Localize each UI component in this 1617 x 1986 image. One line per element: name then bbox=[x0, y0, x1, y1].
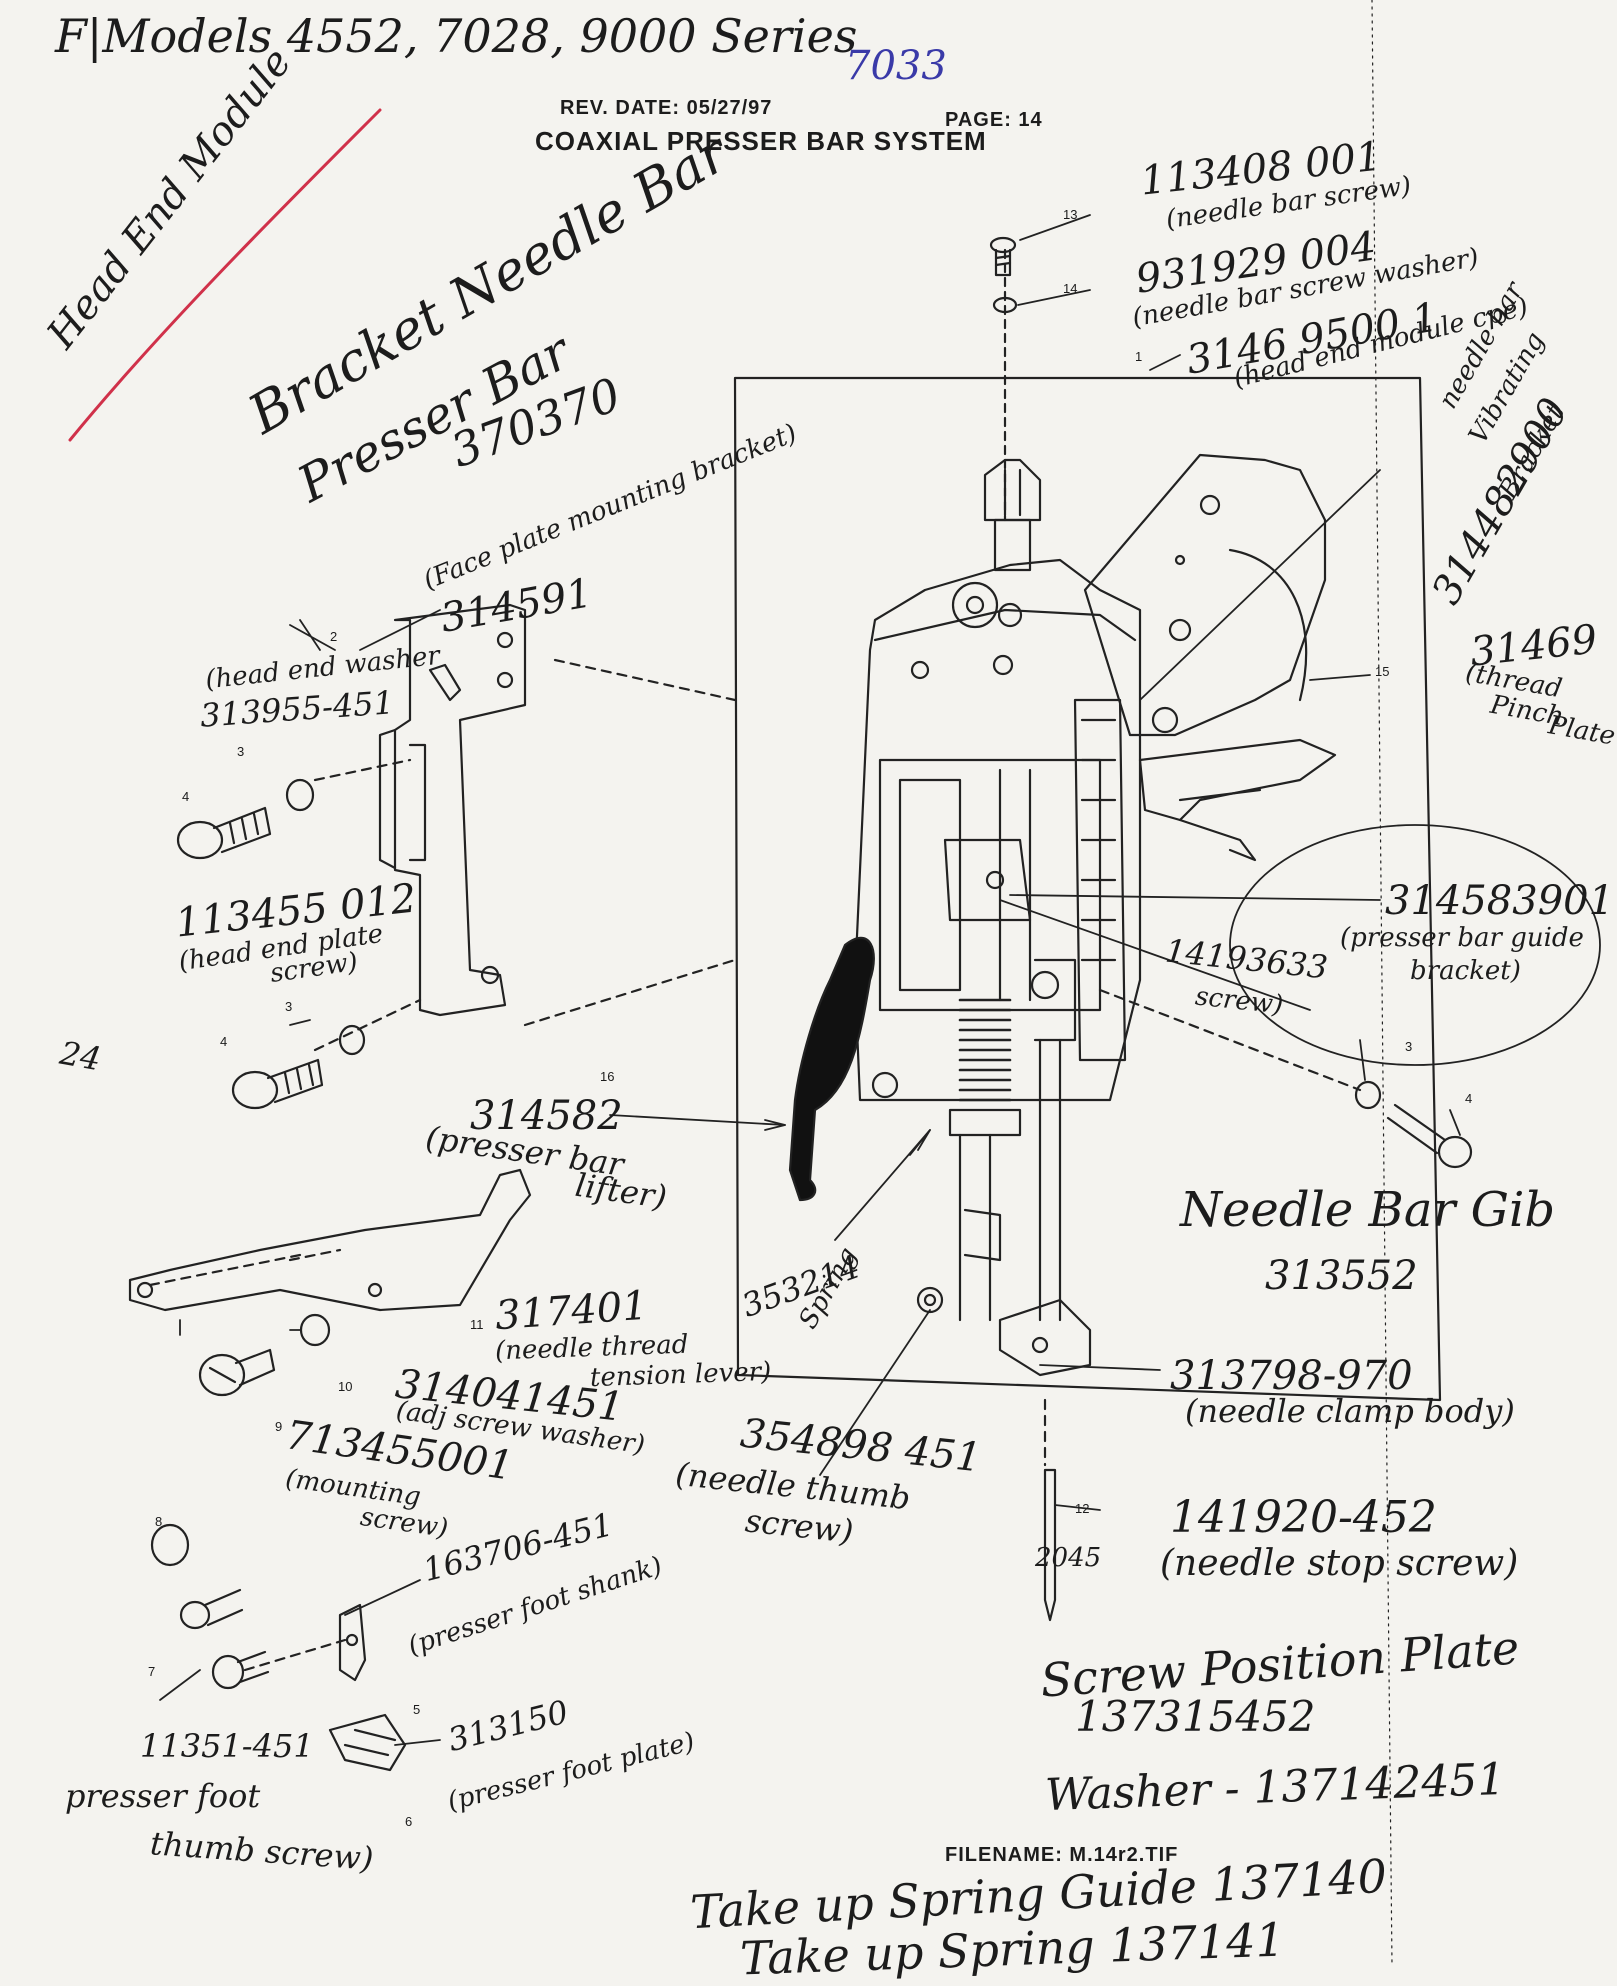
head-end-plate-screw-lower bbox=[231, 1058, 324, 1110]
callout-8: 8 bbox=[155, 1514, 163, 1529]
needle-part bbox=[1043, 1468, 1057, 1622]
needle-bar-washer-part bbox=[992, 296, 1018, 314]
system-title: COAXIAL PRESSER BAR SYSTEM bbox=[535, 126, 987, 156]
exploded-view-drawing bbox=[68, 0, 1601, 1966]
callout-7: 7 bbox=[148, 1664, 156, 1679]
callout-14: 14 bbox=[1063, 281, 1078, 296]
callout-12: 12 bbox=[1075, 1501, 1090, 1516]
guide-bracket-name1: (presser bar guide bbox=[1340, 923, 1584, 953]
foot-thumb-number: 11351-451 bbox=[140, 1727, 314, 1765]
models-title: F|Models 4552, 7028, 9000 Series bbox=[55, 9, 858, 63]
presser-foot-plate-part bbox=[328, 1713, 407, 1772]
red-underline bbox=[68, 108, 382, 442]
thread-pinch-plate-part bbox=[1138, 738, 1337, 862]
small-screw-part bbox=[179, 1588, 244, 1630]
callout-4c: 4 bbox=[1465, 1091, 1473, 1106]
callout-15: 15 bbox=[1375, 664, 1390, 679]
position-plate-number: 137315452 bbox=[1075, 1692, 1316, 1741]
page-fold-line bbox=[1371, 0, 1393, 1966]
needle-bar-vibrating-bracket-part bbox=[1083, 453, 1327, 737]
presser-bar-part bbox=[958, 1038, 1062, 1322]
callout-11: 11 bbox=[470, 1317, 484, 1332]
head-end-washer-part bbox=[428, 663, 462, 702]
head-end-module-body bbox=[853, 458, 1142, 1137]
foot-thumb-name1: presser foot bbox=[65, 1777, 261, 1815]
clamp-body-name: (needle clamp body) bbox=[1185, 1392, 1515, 1430]
callout-1: 1 bbox=[1135, 349, 1143, 364]
adj-screw-washer-part bbox=[299, 1313, 331, 1347]
callout-3a: 3 bbox=[237, 744, 245, 759]
small-washer-part bbox=[150, 1523, 190, 1567]
page-number: PAGE: 14 bbox=[945, 109, 1043, 131]
needle-number: 2045 bbox=[1035, 1543, 1102, 1573]
callout-9: 9 bbox=[275, 1419, 283, 1434]
callout-13: 13 bbox=[1063, 207, 1078, 222]
callout-4b: 4 bbox=[220, 1034, 228, 1049]
callout-3c: 3 bbox=[1405, 1039, 1413, 1054]
gib-number: 313552 bbox=[1265, 1253, 1418, 1299]
parts-diagram-page: F|Models 4552, 7028, 9000 Series 7033 RE… bbox=[38, 0, 1617, 1985]
callout-16: 16 bbox=[600, 1069, 615, 1084]
guide-bracket-number: 314583901 bbox=[1385, 878, 1615, 924]
needle-stop-name: (needle stop screw) bbox=[1160, 1543, 1519, 1584]
screw-right bbox=[1386, 1103, 1473, 1169]
clamp-body-number: 313798-970 bbox=[1170, 1353, 1413, 1399]
needle-stop-number: 141920-452 bbox=[1170, 1492, 1437, 1543]
filename: FILENAME: M.14r2.TIF bbox=[945, 1844, 1179, 1866]
needle-bar-screw-part bbox=[989, 236, 1017, 277]
revision-date: REV. DATE: 05/27/97 bbox=[560, 97, 773, 119]
face-plate-mounting-bracket-part bbox=[378, 603, 527, 1017]
presser-foot-shank-part bbox=[338, 1603, 367, 1682]
lifter-number: 314582 bbox=[470, 1093, 623, 1139]
callout-2: 2 bbox=[330, 629, 338, 644]
needle-clamp-body-part bbox=[916, 1286, 1092, 1377]
gib-name: Needle Bar Gib bbox=[1180, 1182, 1556, 1238]
head-end-plate-screw-upper bbox=[176, 806, 272, 860]
washer-right bbox=[1354, 1080, 1382, 1110]
mounting-screw-part bbox=[198, 1348, 276, 1397]
annotation-circle bbox=[1229, 824, 1601, 1066]
callout-6: 6 bbox=[405, 1814, 413, 1829]
callout-3b: 3 bbox=[285, 999, 293, 1014]
callout-4a: 4 bbox=[182, 789, 190, 804]
alignment-lines bbox=[148, 658, 1362, 1672]
needle-thread-tension-lever-part bbox=[128, 1168, 532, 1312]
guide-bracket-name2: bracket) bbox=[1410, 956, 1521, 986]
callout-5: 5 bbox=[413, 1702, 421, 1717]
module-frame bbox=[733, 376, 1442, 1402]
presser-bar-lifter-part bbox=[788, 936, 875, 1202]
callout-10: 10 bbox=[338, 1379, 353, 1394]
model-extra: 7033 bbox=[845, 43, 947, 89]
washer-lower bbox=[338, 1024, 366, 1056]
presser-foot-thumb-screw-part bbox=[211, 1650, 270, 1690]
leader-lines bbox=[159, 214, 1461, 1746]
side-mark: 24 bbox=[57, 1033, 104, 1079]
washer-upper bbox=[285, 778, 315, 812]
tension-lever-number: 317401 bbox=[493, 1282, 650, 1340]
